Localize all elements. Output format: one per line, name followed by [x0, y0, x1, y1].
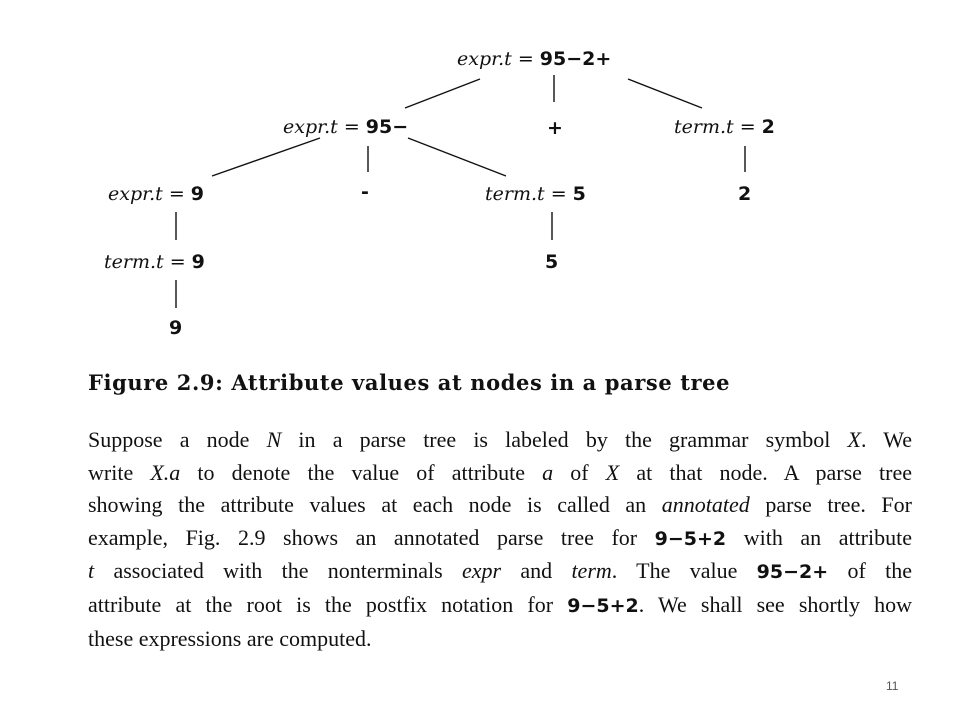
edge-root-rightterm: [627, 78, 703, 109]
paragraph-line-3: showing the attribute values at each nod…: [88, 492, 912, 518]
paragraph-line-1: Suppose a node N in a parse tree is labe…: [88, 427, 913, 452]
node-plus: +: [547, 117, 563, 139]
page-number: 11: [886, 679, 899, 693]
edge-root-leftexpr: [404, 78, 481, 109]
node-root: expr.t = 95−2+: [457, 48, 611, 70]
paragraph-line-2: write X.a to denote the value of attribu…: [88, 459, 913, 485]
body-paragraph: Suppose a node N in a parse tree is labe…: [88, 424, 912, 655]
node-minus: -: [361, 181, 369, 203]
edge-leftexpr-midterm: [407, 137, 507, 177]
node-mid-term: term.t = 5: [485, 183, 586, 205]
node-left-expr: expr.t = 95−: [283, 116, 408, 138]
node-right-term: term.t = 2: [674, 116, 775, 138]
paragraph-line-4: example, Fig. 2.9 shows an annotated par…: [88, 524, 913, 550]
leaf-ll-term: 9: [169, 317, 182, 339]
node-ll-term: term.t = 9: [104, 251, 205, 273]
paragraph-line-6: attribute at the root is the postfix not…: [88, 591, 912, 617]
leaf-mid-term: 5: [545, 251, 558, 273]
node-ll-expr: expr.t = 9: [108, 183, 204, 205]
paragraph-line-7: these expressions are computed.: [88, 625, 372, 651]
parse-tree-figure: expr.t = 95−2+ expr.t = 95− + term.t = 2…: [104, 48, 775, 339]
edge-leftexpr-llexpr: [211, 137, 321, 177]
figure-caption: Figure 2.9: Attribute values at nodes in…: [88, 370, 731, 395]
paragraph-line-5: t associated with the nonterminals expr …: [88, 558, 912, 584]
leaf-right-term: 2: [738, 183, 751, 205]
